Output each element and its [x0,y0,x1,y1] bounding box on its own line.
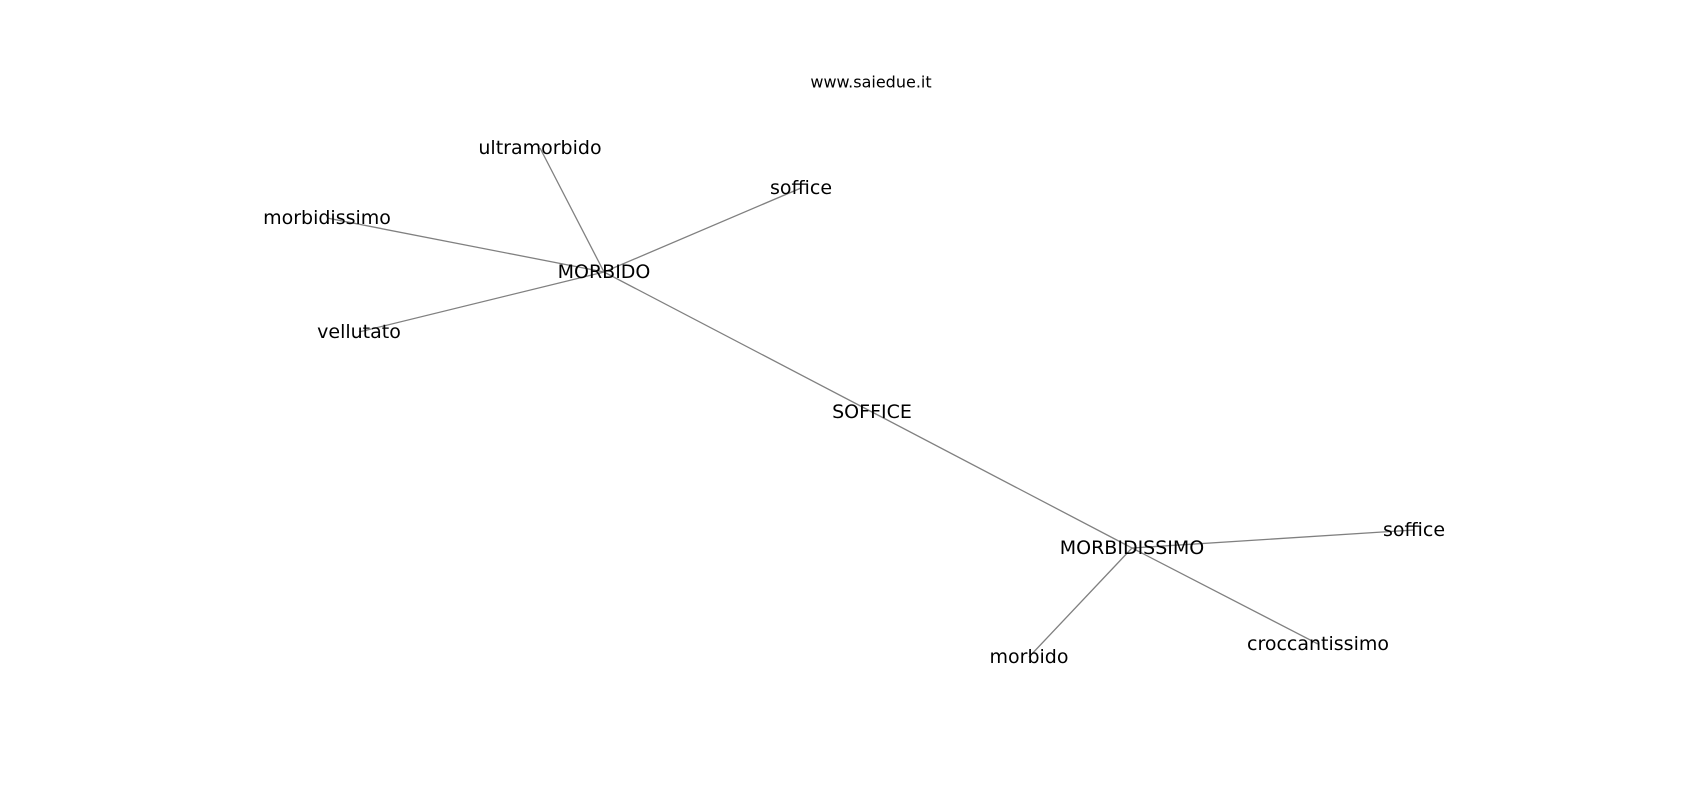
edge-morbido-hub-ultramorbido [539,147,605,273]
edge-soffice-center-morbidissimo-hub [871,411,1133,549]
node-morbidissimo-hub: MORBIDISSIMO [1060,537,1205,559]
edge-morbido-hub-soffice-1 [603,187,802,273]
edge-morbidissimo-hub-soffice-2 [1131,529,1415,549]
edge-morbidissimo-hub-croccantissimo [1131,547,1319,645]
watermark-url: www.saiedue.it [810,72,932,92]
node-soffice-2: soffice [1383,519,1445,541]
node-ultramorbido: ultramorbido [478,137,601,159]
node-morbido-leaf: morbido [990,646,1069,668]
edge-morbido-hub-vellutato [358,271,605,333]
edges-layer [326,147,1415,658]
edge-soffice-center-morbido-hub [603,271,873,413]
node-vellutato: vellutato [317,321,401,343]
edge-morbidissimo-hub-morbido-leaf [1028,547,1133,658]
node-soffice-1: soffice [770,177,832,199]
nodes-layer: SOFFICE MORBIDO MORBIDISSIMO ultramorbido so… [263,137,1445,668]
node-croccantissimo: croccantissimo [1247,633,1389,655]
edge-morbido-hub-morbidissimo-leaf [326,217,605,273]
node-morbidissimo-leaf: morbidissimo [263,207,391,229]
node-soffice-center: SOFFICE [832,401,912,423]
node-morbido-hub: MORBIDO [558,261,651,283]
